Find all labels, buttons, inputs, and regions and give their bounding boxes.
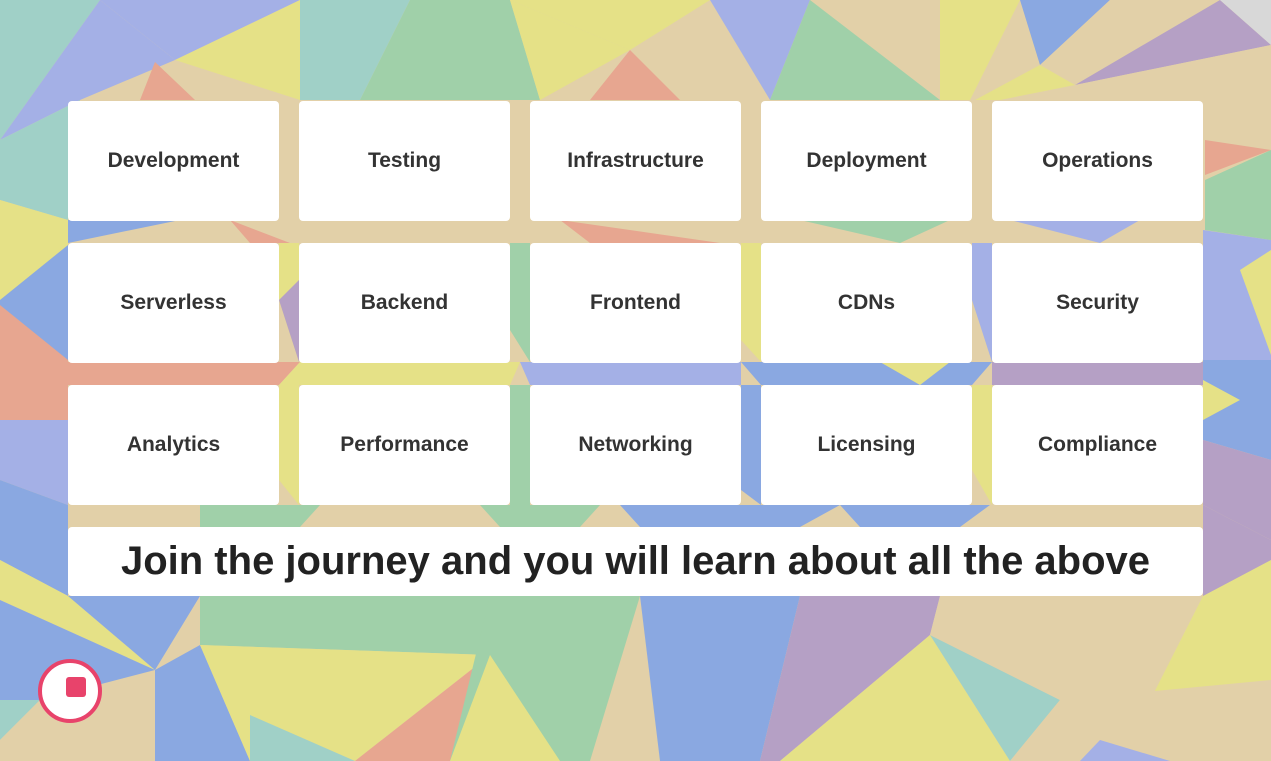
topic-tile-operations[interactable]: Operations	[992, 101, 1203, 221]
topic-label: Analytics	[126, 433, 221, 456]
topic-tile-backend[interactable]: Backend	[299, 243, 510, 363]
stop-icon	[66, 677, 86, 697]
topic-label: Networking	[578, 433, 693, 456]
topic-tile-development[interactable]: Development	[68, 101, 279, 221]
topic-tile-deployment[interactable]: Deployment	[761, 101, 972, 221]
topic-label: Operations	[1042, 149, 1153, 172]
topic-tile-cdns[interactable]: CDNs	[761, 243, 972, 363]
topic-label: Compliance	[1037, 433, 1158, 456]
topic-tile-serverless[interactable]: Serverless	[68, 243, 279, 363]
topic-tile-networking[interactable]: Networking	[530, 385, 741, 505]
topic-label: Backend	[360, 291, 449, 314]
topic-tile-analytics[interactable]: Analytics	[68, 385, 279, 505]
topic-tile-compliance[interactable]: Compliance	[992, 385, 1203, 505]
topic-label: Serverless	[120, 291, 227, 314]
journey-banner-text: Join the journey and you will learn abou…	[120, 539, 1151, 583]
topic-label: Deployment	[806, 149, 927, 172]
topic-label: Testing	[367, 149, 442, 172]
topic-tile-testing[interactable]: Testing	[299, 101, 510, 221]
topic-label: Licensing	[817, 433, 916, 456]
topic-tile-frontend[interactable]: Frontend	[530, 243, 741, 363]
topic-tile-infrastructure[interactable]: Infrastructure	[530, 101, 741, 221]
topic-label: Infrastructure	[567, 149, 704, 172]
journey-banner: Join the journey and you will learn abou…	[68, 527, 1203, 596]
topic-label: CDNs	[837, 291, 896, 314]
topic-label: Development	[107, 149, 240, 172]
topic-label: Frontend	[590, 291, 681, 314]
record-button[interactable]	[38, 659, 102, 723]
topic-tile-licensing[interactable]: Licensing	[761, 385, 972, 505]
topic-label: Performance	[340, 433, 469, 456]
topic-tile-performance[interactable]: Performance	[299, 385, 510, 505]
topic-tile-security[interactable]: Security	[992, 243, 1203, 363]
topic-label: Security	[1056, 291, 1139, 314]
